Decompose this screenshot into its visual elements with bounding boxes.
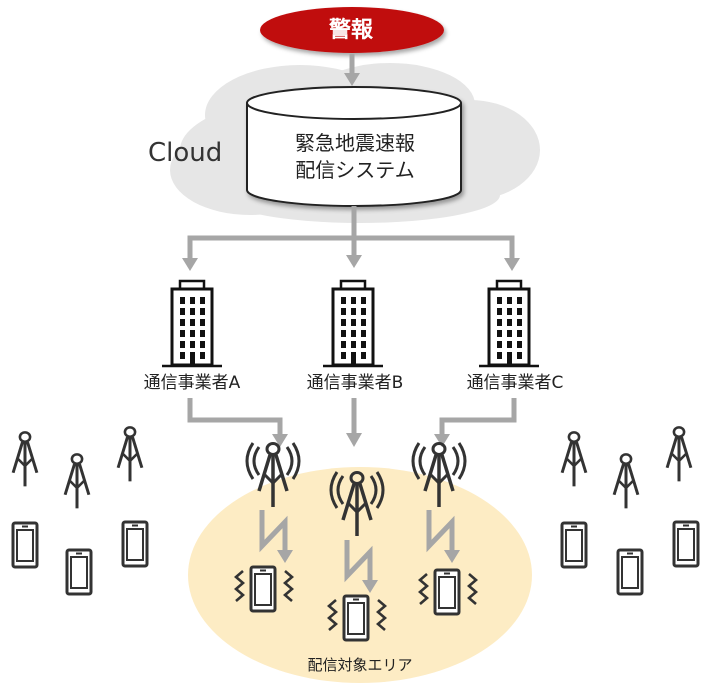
alert-ellipse [260, 7, 444, 53]
outside-tower-icon [11, 430, 39, 488]
signal-arrows [259, 510, 455, 583]
database-cylinder-icon [246, 86, 462, 207]
outside-phone-icon [65, 548, 93, 596]
delivery-area-label: 配信対象エリア [307, 656, 413, 674]
outside-tower-icon [560, 430, 588, 488]
outside-phone-icon [616, 548, 644, 596]
outside-tower-icon [665, 425, 693, 483]
arrows-carriers-to-towers [187, 398, 517, 436]
carrier-a-label: 通信事業者A [143, 373, 241, 393]
system-label-line1: 緊急地震速報 [295, 131, 415, 155]
carrier-b-building-icon [323, 279, 383, 368]
carrier-a-building-icon [162, 279, 222, 368]
system-label-line2: 配信システム [295, 158, 415, 182]
carrier-b-label: 通信事業者B [306, 373, 404, 393]
outside-tower-icon [63, 452, 91, 510]
outside-phone-icon [672, 520, 700, 568]
outside-phone-icon [560, 521, 588, 569]
outside-left-group [11, 425, 149, 596]
outside-phone-icon [121, 520, 149, 568]
arrowheads-carriers [182, 255, 520, 271]
arrow-alert-to-system [344, 54, 360, 86]
system-label: 緊急地震速報 配信システム [250, 130, 460, 184]
outside-phone-icon [11, 521, 39, 569]
cloud-label: Cloud [148, 138, 223, 168]
alert-label: 警報 [328, 18, 373, 43]
outside-tower-icon [612, 452, 640, 510]
outside-right-group [560, 425, 700, 596]
carrier-c-label: 通信事業者C [466, 373, 564, 393]
carrier-c-building-icon [479, 279, 539, 368]
outside-tower-icon [116, 425, 144, 483]
arrows-system-to-carriers [187, 206, 515, 262]
delivery-area-region [188, 467, 532, 683]
